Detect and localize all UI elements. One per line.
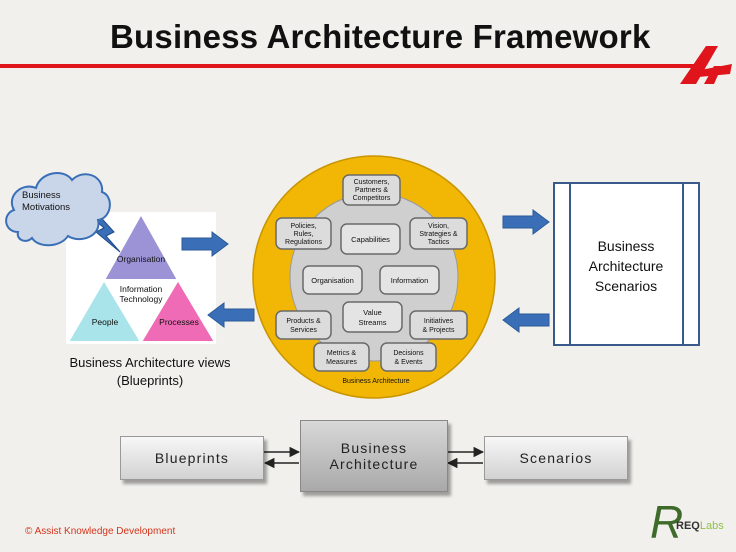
svg-text:Initiatives: Initiatives [424,318,454,325]
outer-box-initiatives: Initiatives & Projects [409,310,468,340]
req-logo-letter: R [650,496,683,544]
scenarios-label-line-1: Business [597,238,655,254]
outer-box-decisions: Decisions & Events [380,342,437,372]
cloud-label-2: Motivations [22,202,70,213]
triangle-top-label: Organisation [117,254,165,264]
req-labs-wordmark: REQLabs [676,520,724,532]
copyright-text: © Assist Knowledge Development [25,526,176,537]
triangle-center-label-1: Information [120,284,163,294]
flow-box-blueprints: Blueprints [120,436,264,480]
arrow-left-from-circle-icon [207,302,255,328]
cloud-icon [5,172,111,247]
triangle-processes [139,278,217,343]
svg-text:Policies,: Policies, [290,223,316,230]
cloud-label-1: Business [22,190,61,201]
svg-text:Vision,: Vision, [428,223,449,230]
svg-text:Competitors: Competitors [353,195,391,202]
outer-box-vision: Vision, Strategies & Tactics [409,217,468,250]
req-logo-name: REQ [676,520,700,532]
scenarios-label-line-2: Architecture [588,258,664,274]
req-labs-logo-icon: R [650,496,683,544]
svg-text:Regulations: Regulations [285,239,322,246]
outer-box-customers: Customers, Partners & Competitors [342,174,401,206]
flow-box-business-architecture: Business Architecture [300,420,448,492]
triangle-left-label: People [92,317,119,327]
flow-box-ba-line-2: Architecture [329,456,419,472]
triangle-people [66,278,143,343]
triangle-right-label: Processes [159,317,199,327]
page-title: Business Architecture Framework [110,18,651,55]
circle-footer-label: Business Architecture [342,378,409,385]
svg-text:Streams: Streams [359,318,387,327]
svg-text:& Events: & Events [394,359,423,366]
views-label-line-2: (Blueprints) [116,373,184,388]
scenarios-box [553,182,700,346]
flow-box-ba-line-1: Business [340,440,408,456]
scenarios-label: Business Architecture Scenarios [568,236,684,296]
outer-box-policies: Policies, Rules, Regulations [275,217,332,250]
svg-text:& Projects: & Projects [423,327,455,334]
svg-text:Services: Services [290,327,317,334]
svg-text:Rules,: Rules, [294,231,314,238]
req-logo-suffix: Labs [699,520,724,532]
svg-text:Capabilities: Capabilities [351,235,390,244]
svg-text:Tactics: Tactics [428,239,450,246]
inner-box-organisation: Organisation [302,265,363,295]
svg-text:Measures: Measures [326,359,357,366]
svg-text:Organisation: Organisation [311,276,354,285]
arrow-right-to-circle-icon [181,231,229,257]
inner-box-value-streams: Value Streams [342,301,403,333]
outer-box-products: Products & Services [275,310,332,340]
scenarios-label-line-3: Scenarios [594,278,658,294]
brand-a-logo-icon [680,46,732,84]
title-underline [0,64,700,68]
svg-text:Strategies &: Strategies & [419,231,457,238]
arrow-right-to-scenarios-icon [502,209,550,235]
inner-box-information: Information [379,265,440,295]
svg-text:Metrics &: Metrics & [327,350,357,357]
views-label-line-1: Business Architecture views [69,355,231,370]
svg-text:Products &: Products & [286,318,321,325]
svg-text:Information: Information [391,276,429,285]
svg-text:Decisions: Decisions [393,350,424,357]
arrow-left-from-scenarios-icon [502,307,550,333]
svg-text:Customers,: Customers, [354,179,390,186]
svg-text:Value: Value [363,308,382,317]
outer-box-metrics: Metrics & Measures [313,342,370,372]
triangle-center-label-2: Technology [119,294,163,304]
views-label: Business Architecture views (Blueprints) [40,354,260,390]
inner-box-capabilities: Capabilities [340,223,401,255]
svg-text:Partners &: Partners & [355,187,388,194]
flow-box-scenarios: Scenarios [484,436,628,480]
